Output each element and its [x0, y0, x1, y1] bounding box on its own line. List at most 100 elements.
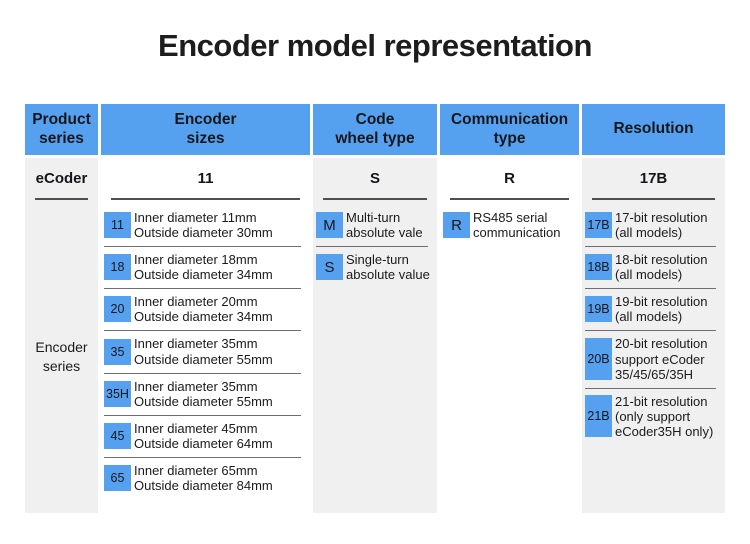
- item-description-line: Outside diameter 34mm: [134, 267, 273, 283]
- item-description-line: Inner diameter 18mm: [134, 252, 258, 268]
- column-header-line: Communication: [450, 110, 569, 128]
- item-description: 19-bit resolution(all models): [615, 294, 708, 324]
- model-code-underline: [323, 198, 427, 200]
- item-description-line: Inner diameter 35mm: [134, 378, 258, 394]
- encoder-sizes-badge-35: 35: [104, 338, 131, 365]
- encoder-sizes-badge-20: 20: [104, 296, 131, 323]
- resolution-badge-20B: 20B: [585, 338, 612, 381]
- resolution-badge-18B: 18B: [585, 254, 612, 281]
- communication-type-badge-R: R: [443, 212, 470, 239]
- item-description-line: Inner diameter 45mm: [134, 420, 258, 436]
- model-code-underline: [111, 198, 300, 200]
- item-description-line: Single-turn: [346, 252, 409, 268]
- page-title: Encoder model representation: [158, 28, 592, 63]
- item-description-line: 21-bit resolution: [615, 393, 708, 409]
- item-description-line: communication: [473, 225, 561, 241]
- item-description-line: 17-bit resolution: [615, 210, 708, 225]
- item-description-line: Outside diameter 30mm: [134, 225, 273, 241]
- column-header-line: Code: [355, 110, 395, 128]
- item-description-line: Inner diameter 35mm: [134, 336, 258, 352]
- item-description-line: 20-bit resolution: [615, 336, 708, 352]
- column-header-line: series: [39, 129, 84, 147]
- item-description-line: Multi-turn: [346, 210, 401, 225]
- item-description-line: eCoder35H only): [615, 423, 714, 439]
- model-code-product-series: eCoder: [35, 169, 88, 187]
- item-description: 17-bit resolution(all models): [615, 210, 708, 240]
- encoder-sizes-badge-35H: 35H: [104, 380, 131, 407]
- item-description-line: 35/45/65/35H: [615, 366, 694, 382]
- item-description-line: (all models): [615, 309, 683, 325]
- encoder-sizes-badge-18: 18: [104, 254, 131, 281]
- column-header-line: sizes: [186, 129, 225, 147]
- resolution-badge-19B: 19B: [585, 296, 612, 323]
- item-description-line: absolute value: [346, 267, 430, 283]
- model-code-encoder-sizes: 11: [197, 169, 214, 187]
- model-code-underline: [450, 198, 569, 200]
- code-wheel-type-badge-S: S: [316, 254, 343, 281]
- model-code-code-wheel-type: S: [369, 169, 380, 187]
- item-description-line: Outside diameter 34mm: [134, 309, 273, 325]
- column-header-line: type: [493, 129, 526, 147]
- model-code-communication-type: R: [504, 169, 515, 187]
- item-description-line: Outside diameter 55mm: [134, 351, 273, 367]
- item-description-line: (all models): [615, 225, 683, 241]
- item-description-line: 18-bit resolution: [615, 252, 708, 268]
- item-description-line: Inner diameter 65mm: [134, 462, 258, 478]
- item-description-line: absolute vale: [346, 225, 423, 241]
- encoder-series-label-line: series: [42, 357, 81, 374]
- item-description-line: support eCoder: [615, 351, 705, 367]
- encoder-sizes-badge-45: 45: [104, 422, 131, 449]
- model-code-underline: [35, 198, 88, 200]
- column-header-resolution: Resolution: [582, 104, 725, 155]
- column-header-line: Resolution: [613, 120, 694, 138]
- encoder-series-label-line: Encoder: [35, 339, 88, 356]
- encoder-sizes-badge-65: 65: [104, 465, 131, 492]
- item-description: 18-bit resolution(all models): [615, 252, 708, 282]
- item-description-line: Outside diameter 84mm: [134, 478, 273, 494]
- column-header-line: wheel type: [335, 129, 415, 147]
- item-description-line: 19-bit resolution: [615, 294, 708, 310]
- resolution-badge-21B: 21B: [585, 395, 612, 438]
